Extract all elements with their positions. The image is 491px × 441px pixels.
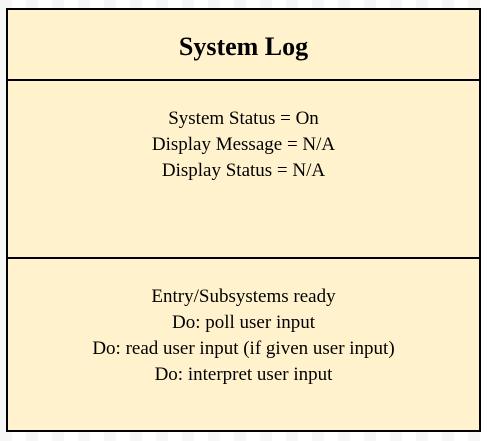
variable-display-message: Display Message = N/A — [151, 134, 336, 155]
action-poll-input: Do: poll user input — [171, 312, 316, 333]
state-title: System Log — [178, 31, 309, 61]
action-read-input: Do: read user input (if given user input… — [92, 338, 395, 359]
action-interpret-input: Do: interpret user input — [154, 364, 333, 385]
state-box-system-log: System Log System Status = On Display Me… — [6, 8, 481, 432]
state-actions-section: Entry/Subsystems ready Do: poll user inp… — [8, 259, 479, 430]
action-entry: Entry/Subsystems ready — [151, 286, 336, 307]
state-variables-section: System Status = On Display Message = N/A… — [8, 81, 479, 259]
variable-display-status: Display Status = N/A — [161, 160, 326, 181]
state-title-section: System Log — [8, 10, 479, 81]
variable-system-status: System Status = On — [168, 108, 319, 129]
